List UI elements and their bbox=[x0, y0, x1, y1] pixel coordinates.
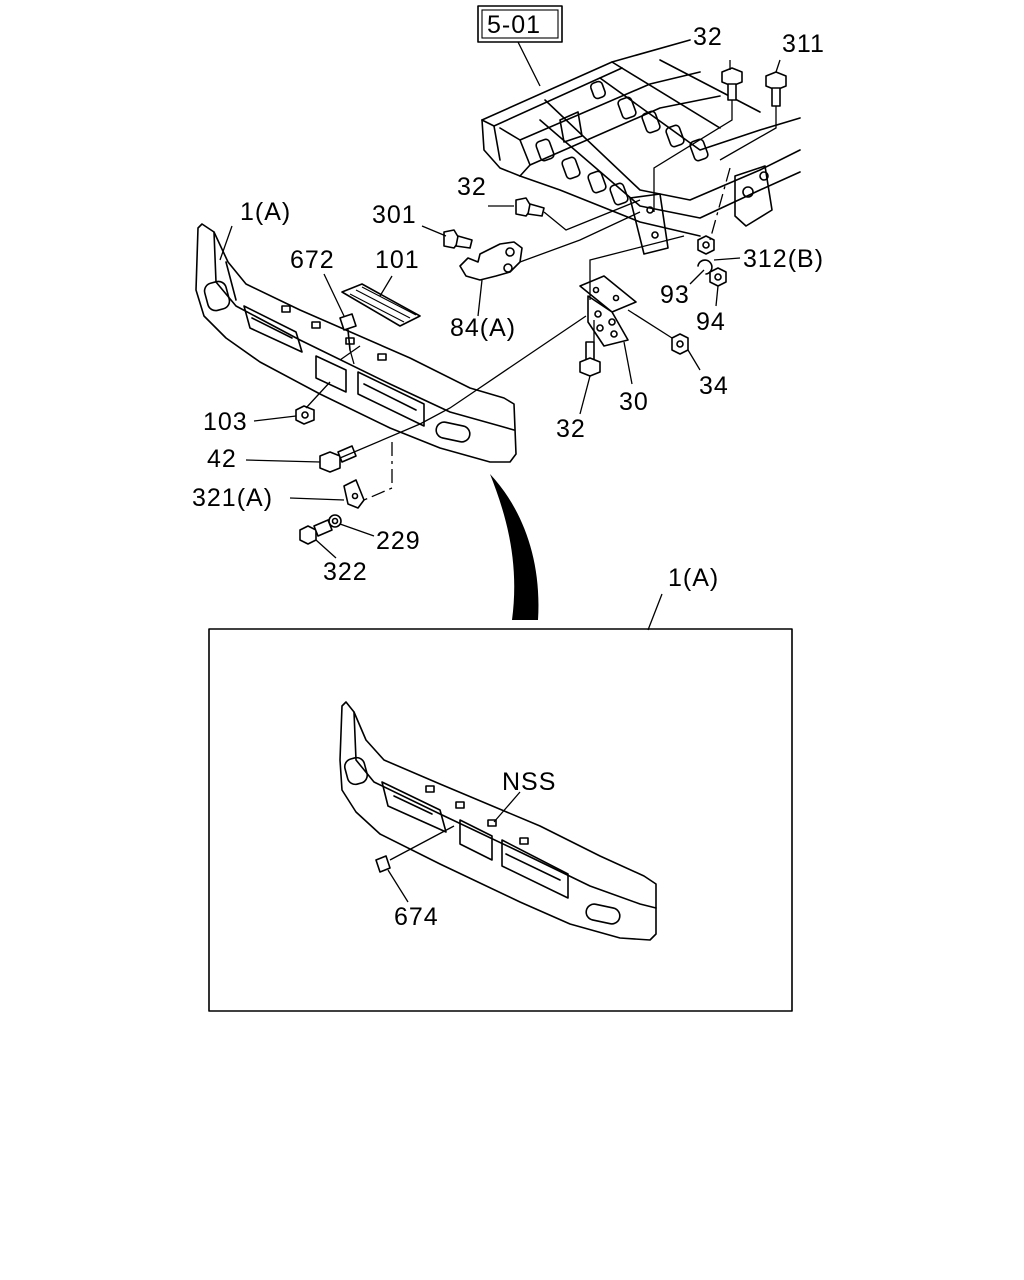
bolt-311[interactable] bbox=[765, 71, 787, 107]
label-93[interactable]: 93 bbox=[660, 281, 690, 309]
label-103[interactable]: 103 bbox=[203, 408, 248, 436]
label-34[interactable]: 34 bbox=[699, 372, 729, 400]
label-321a[interactable]: 321(A) bbox=[192, 484, 273, 512]
bolt-32-top[interactable] bbox=[721, 67, 743, 101]
label-32-low[interactable]: 32 bbox=[556, 415, 586, 443]
label-1a[interactable]: 1(A) bbox=[240, 198, 291, 226]
bracket-321a[interactable] bbox=[343, 479, 365, 509]
inset-title-1a[interactable]: 1(A) bbox=[668, 564, 719, 592]
label-94[interactable]: 94 bbox=[696, 308, 726, 336]
nut-94[interactable] bbox=[709, 267, 727, 287]
inset-bumper[interactable] bbox=[339, 701, 657, 941]
label-42[interactable]: 42 bbox=[207, 445, 237, 473]
inset-label-674[interactable]: 674 bbox=[394, 903, 439, 931]
inset-frame bbox=[208, 628, 793, 1012]
label-30[interactable]: 30 bbox=[619, 388, 649, 416]
bolt-301[interactable] bbox=[443, 229, 473, 249]
inset-label-nss[interactable]: NSS bbox=[502, 768, 556, 796]
bolt-32-mid[interactable] bbox=[515, 197, 545, 217]
clip-672[interactable] bbox=[339, 313, 357, 351]
nut-34[interactable] bbox=[671, 333, 689, 355]
nut-103[interactable] bbox=[295, 405, 315, 425]
washer-229[interactable] bbox=[328, 514, 342, 528]
label-101[interactable]: 101 bbox=[375, 246, 420, 274]
zoom-arrow bbox=[490, 474, 539, 620]
labels-main: 32 311 1(A) 32 301 672 101 312(B) 93 94 … bbox=[192, 23, 825, 586]
frame-chassis bbox=[481, 39, 801, 255]
label-301[interactable]: 301 bbox=[372, 201, 417, 229]
reference-box-5-01[interactable]: 5-01 bbox=[477, 5, 563, 43]
label-32-top[interactable]: 32 bbox=[693, 23, 723, 51]
bracket-30[interactable] bbox=[579, 275, 637, 347]
label-229[interactable]: 229 bbox=[376, 527, 421, 555]
grille-101[interactable] bbox=[341, 283, 421, 327]
label-322[interactable]: 322 bbox=[323, 558, 368, 586]
leader-lines bbox=[219, 59, 781, 559]
inset-clip-674[interactable] bbox=[375, 855, 391, 873]
bumper-1a[interactable] bbox=[195, 223, 517, 463]
bolt-322[interactable] bbox=[299, 519, 333, 545]
label-311[interactable]: 311 bbox=[782, 30, 825, 58]
bolt-42[interactable] bbox=[319, 445, 357, 473]
label-84a[interactable]: 84(A) bbox=[450, 314, 516, 342]
tow-hook-84a[interactable] bbox=[459, 241, 523, 281]
bolt-32-low[interactable] bbox=[579, 341, 601, 377]
label-312b[interactable]: 312(B) bbox=[743, 245, 824, 273]
inset-detail: 1(A) NSS 674 bbox=[208, 564, 793, 1012]
nut-312b[interactable] bbox=[697, 235, 715, 255]
label-32-mid[interactable]: 32 bbox=[457, 173, 487, 201]
label-672[interactable]: 672 bbox=[290, 246, 335, 274]
reference-box-label: 5-01 bbox=[487, 11, 541, 39]
